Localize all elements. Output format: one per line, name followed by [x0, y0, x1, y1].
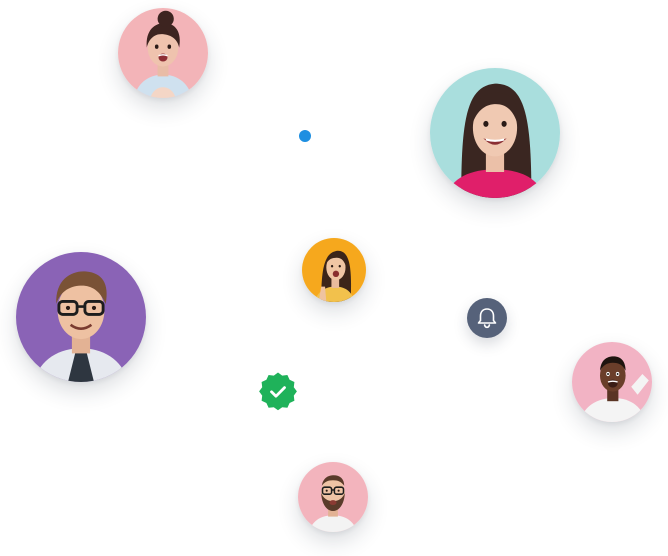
bell-badge	[467, 298, 507, 338]
avatar-woman-pink-top-image	[430, 68, 560, 198]
verified-check-icon	[259, 372, 297, 411]
avatar-woman-bun	[118, 8, 208, 98]
avatar-man-beard-glasses-image	[298, 462, 368, 532]
avatar-man-white-shirt	[572, 342, 652, 422]
verified-badge	[257, 371, 299, 413]
avatar-man-white-shirt-image	[572, 342, 652, 422]
avatar-man-beard-glasses	[298, 462, 368, 532]
avatar-woman-yellow	[302, 238, 366, 302]
bell-icon	[477, 308, 497, 329]
accent-dot	[299, 130, 311, 142]
avatar-woman-bun-image	[118, 8, 208, 98]
avatar-man-glasses	[16, 252, 146, 382]
avatar-man-glasses-image	[16, 252, 146, 382]
avatar-woman-pink-top	[430, 68, 560, 198]
avatar-woman-yellow-image	[302, 238, 366, 302]
